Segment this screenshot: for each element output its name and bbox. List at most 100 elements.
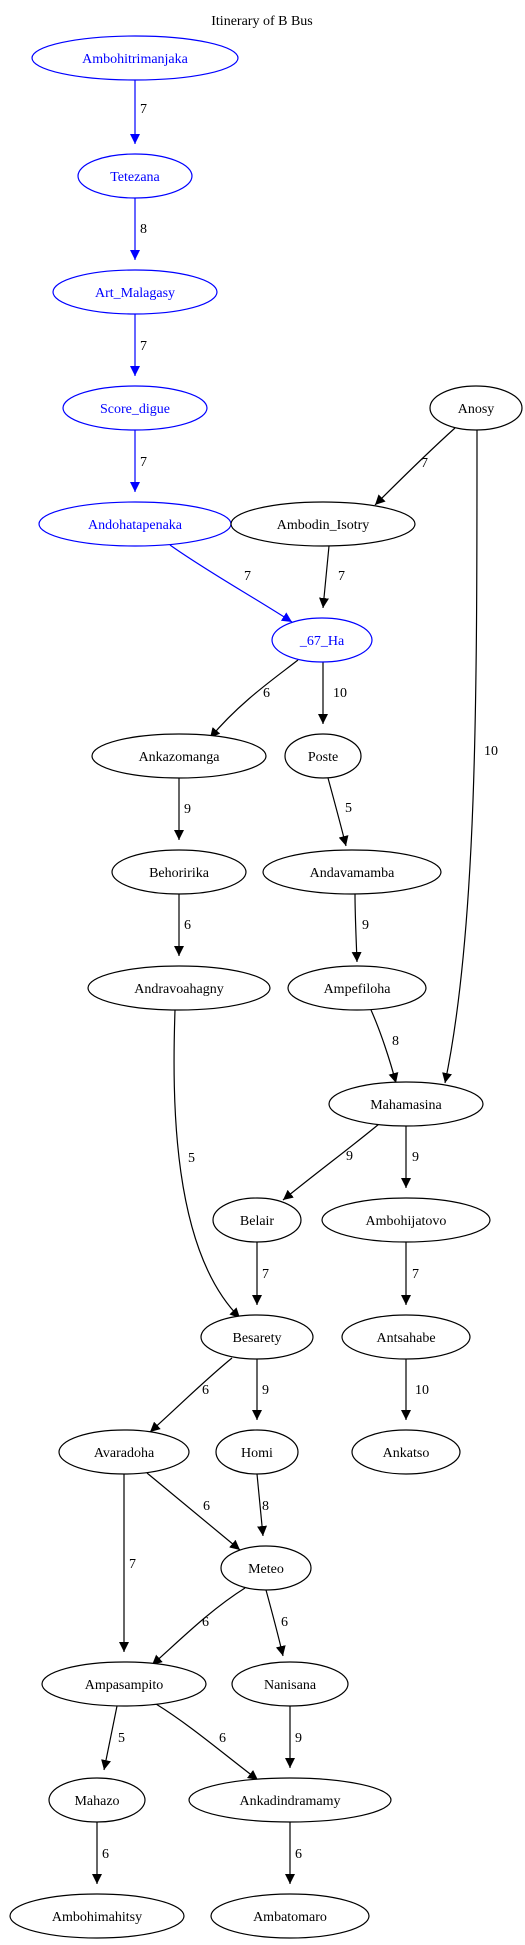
node-ellipse: [271, 617, 373, 663]
edge-poste-to-andavamamba: 5: [327, 777, 352, 847]
node-label: Mahamasina: [370, 1098, 442, 1113]
edge-nanisana-to-ankadindramamy: 9: [285, 1706, 302, 1768]
edge-line: [374, 427, 456, 506]
node-ellipse: [220, 1545, 312, 1591]
edge-weight-label: 8: [140, 222, 147, 237]
edge-behoririka-to-andravoahagny: 6: [174, 894, 191, 956]
edge-ampasampito-to-mahazo: 5: [101, 1705, 125, 1771]
edge-anosy-to-mahamasina: 10: [442, 429, 498, 1084]
edge-mahamasina-to-belair: 9: [282, 1123, 380, 1201]
edge-mahazo-to-ambohimahitsy: 6: [92, 1821, 109, 1884]
node-label: Ambatomaro: [253, 1910, 327, 1925]
node-ampefiloha: Ampefiloha: [287, 965, 427, 1011]
node-label: Nanisana: [264, 1678, 317, 1693]
node-ellipse: [41, 1661, 207, 1707]
node-label: Meteo: [248, 1562, 284, 1577]
node-anosy: Anosy: [429, 385, 523, 431]
node-label: Ambohimahitsy: [52, 1910, 142, 1925]
edge-besarety-to-avaradoha: 6: [149, 1357, 233, 1433]
node-label: Art_Malagasy: [95, 286, 175, 301]
node-ellipse: [230, 501, 416, 547]
node-nanisana: Nanisana: [231, 1661, 349, 1707]
node-art-malagasy: Art_Malagasy: [52, 269, 218, 315]
edge-weight-label: 10: [333, 686, 347, 701]
edge-67-ha-to-ankazomanga: 6: [209, 659, 299, 739]
edge-weight-label: 7: [244, 569, 251, 584]
node-ambohimahitsy: Ambohimahitsy: [9, 1893, 185, 1939]
edge-weight-label: 9: [262, 1383, 269, 1398]
edge-weight-label: 9: [362, 918, 369, 933]
edge-weight-label: 8: [262, 1499, 269, 1514]
edge-weight-label: 7: [421, 456, 428, 471]
node-ellipse: [231, 1661, 349, 1707]
edge-line: [146, 1472, 241, 1551]
node-label: _67_Ha: [299, 634, 345, 649]
edge-weight-label: 6: [202, 1615, 209, 1630]
node-ankazomanga: Ankazomanga: [91, 733, 267, 779]
edge-line: [169, 544, 293, 623]
node-label: Anosy: [458, 402, 495, 417]
node-label: Avaradoha: [94, 1446, 155, 1461]
edge-weight-label: 7: [140, 455, 147, 470]
edge-weight-label: 6: [202, 1383, 209, 1398]
edge-anosy-to-ambodin-isotry: 7: [374, 427, 456, 506]
node-poste: Poste: [284, 733, 362, 779]
edge-line: [209, 659, 299, 739]
node-ellipse: [284, 733, 362, 779]
edge-weight-label: 6: [184, 918, 191, 933]
node-ellipse: [58, 1429, 190, 1475]
node-ellipse: [48, 1777, 146, 1823]
edge-weight-label: 7: [140, 339, 147, 354]
edge-weight-label: 5: [118, 1731, 125, 1746]
edge-weight-label: 7: [412, 1267, 419, 1282]
edge-weight-label: 6: [102, 1847, 109, 1862]
edge-line: [155, 1703, 259, 1781]
node-ellipse: [351, 1429, 461, 1475]
edge-antsahabe-to-ankatso: 10: [401, 1359, 429, 1420]
node-ellipse: [321, 1197, 491, 1243]
node-ellipse: [328, 1081, 484, 1127]
edge-weight-label: 5: [188, 1151, 195, 1166]
node-label: Ambohitrimanjaka: [82, 52, 189, 67]
node-antsahabe: Antsahabe: [341, 1314, 471, 1360]
node-label: Score_digue: [100, 402, 170, 417]
edge-line: [265, 1589, 286, 1657]
node-ellipse: [341, 1314, 471, 1360]
node-label: Ambodin_Isotry: [277, 518, 370, 533]
edge-ambohijatovo-to-antsahabe: 7: [401, 1242, 419, 1305]
edge-weight-label: 10: [415, 1383, 429, 1398]
node-andavamamba: Andavamamba: [262, 849, 442, 895]
node-label: Andavamamba: [310, 866, 396, 881]
edge-weight-label: 7: [262, 1267, 269, 1282]
edge-line: [101, 1705, 118, 1771]
node-ellipse: [9, 1893, 185, 1939]
node-label: Ankatso: [383, 1446, 430, 1461]
edge-avaradoha-to-meteo: 6: [146, 1472, 241, 1551]
edge-weight-label: 6: [263, 686, 270, 701]
edge-weight-label: 7: [129, 1557, 136, 1572]
node-label: Ampefiloha: [324, 982, 392, 997]
node-ankadindramamy: Ankadindramamy: [188, 1777, 392, 1823]
edge-line: [370, 1009, 399, 1084]
node-ambohitrimanjaka: Ambohitrimanjaka: [31, 35, 239, 81]
edge-belair-to-besarety: 7: [252, 1241, 269, 1305]
edge-ambodin-isotry-to-67-ha: 7: [319, 545, 345, 609]
edge-weight-label: 9: [412, 1150, 419, 1165]
edge-line: [151, 1587, 246, 1666]
node-homi: Homi: [215, 1429, 299, 1475]
nodes-layer: AmbohitrimanjakaTetezanaArt_MalagasyScor…: [9, 35, 523, 1939]
edge-mahamasina-to-ambohijatovo: 9: [401, 1126, 419, 1188]
edge-weight-label: 9: [346, 1149, 353, 1164]
node-tetezana: Tetezana: [77, 153, 193, 199]
node-ellipse: [215, 1429, 299, 1475]
edge-meteo-to-nanisana: 6: [265, 1589, 288, 1657]
edge-ampasampito-to-ankadindramamy: 6: [155, 1703, 259, 1781]
edge-line: [442, 429, 478, 1084]
node-ambohijatovo: Ambohijatovo: [321, 1197, 491, 1243]
edge-andravoahagny-to-besarety: 5: [173, 1009, 241, 1319]
node-ellipse: [62, 385, 208, 431]
node-ambatomaro: Ambatomaro: [210, 1893, 370, 1939]
edge-weight-label: 6: [295, 1847, 302, 1862]
node-ellipse: [188, 1777, 392, 1823]
